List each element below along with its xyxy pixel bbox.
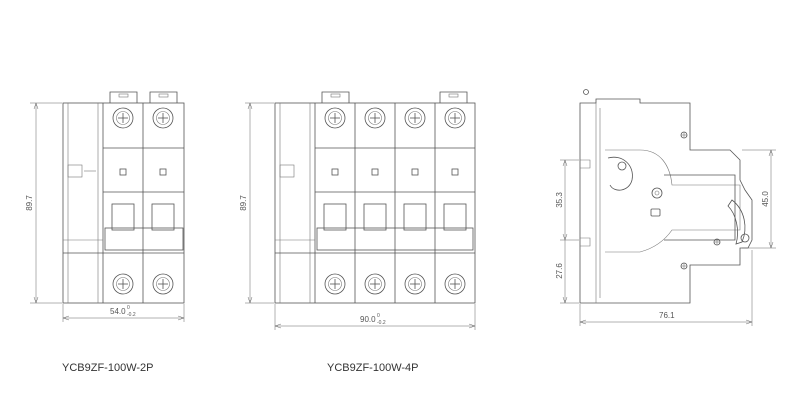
dim-4p-tol-lower: -0.2: [377, 320, 386, 326]
terminal-screw-icon: [404, 107, 426, 129]
dim-side-lower: 27.6: [555, 263, 564, 279]
terminal-screw-icon: [324, 273, 346, 295]
drawing-4p: 89.7 90.0 0 -0.2 YCB9ZF-100W-4P: [239, 91, 476, 374]
caption-4p: YCB9ZF-100W-4P: [327, 362, 419, 374]
screw-icon: [583, 89, 589, 95]
dim-side-right: 45.0: [761, 191, 770, 207]
terminal-screw-icon: [112, 107, 134, 129]
dim-2p-height: 89.7: [25, 195, 34, 211]
screw-icon: [713, 238, 721, 246]
dim-4p-height: 89.7: [239, 195, 248, 211]
dim-4p-tol-upper: 0: [377, 313, 380, 319]
terminal-screw-icon: [404, 273, 426, 295]
terminal-screw-icon: [152, 107, 174, 129]
drawing-2p: 89.7 54.0 0 -0.2 YCB9ZF-100W-2P: [25, 91, 185, 374]
terminal-screw-icon: [324, 107, 346, 129]
dim-side-bottom: 76.1: [659, 311, 675, 320]
dim-2p-tol-lower: -0.2: [127, 312, 136, 318]
dim-2p-width: 54.0: [110, 307, 126, 316]
terminal-screw-icon: [444, 107, 466, 129]
terminal-screw-icon: [364, 273, 386, 295]
dim-4p-width: 90.0: [360, 315, 376, 324]
terminal-screw-icon: [364, 107, 386, 129]
screw-icon: [680, 262, 688, 270]
terminal-screw-icon: [152, 273, 174, 295]
terminal-screw-icon: [444, 273, 466, 295]
caption-2p: YCB9ZF-100W-2P: [62, 362, 154, 374]
drawing-side-view: 35.3 27.6 45.0 76.1: [555, 89, 776, 326]
dim-2p-tol-upper: 0: [127, 305, 130, 311]
terminal-screw-icon: [112, 273, 134, 295]
screw-icon: [680, 131, 688, 139]
dim-side-upper: 35.3: [555, 192, 564, 208]
